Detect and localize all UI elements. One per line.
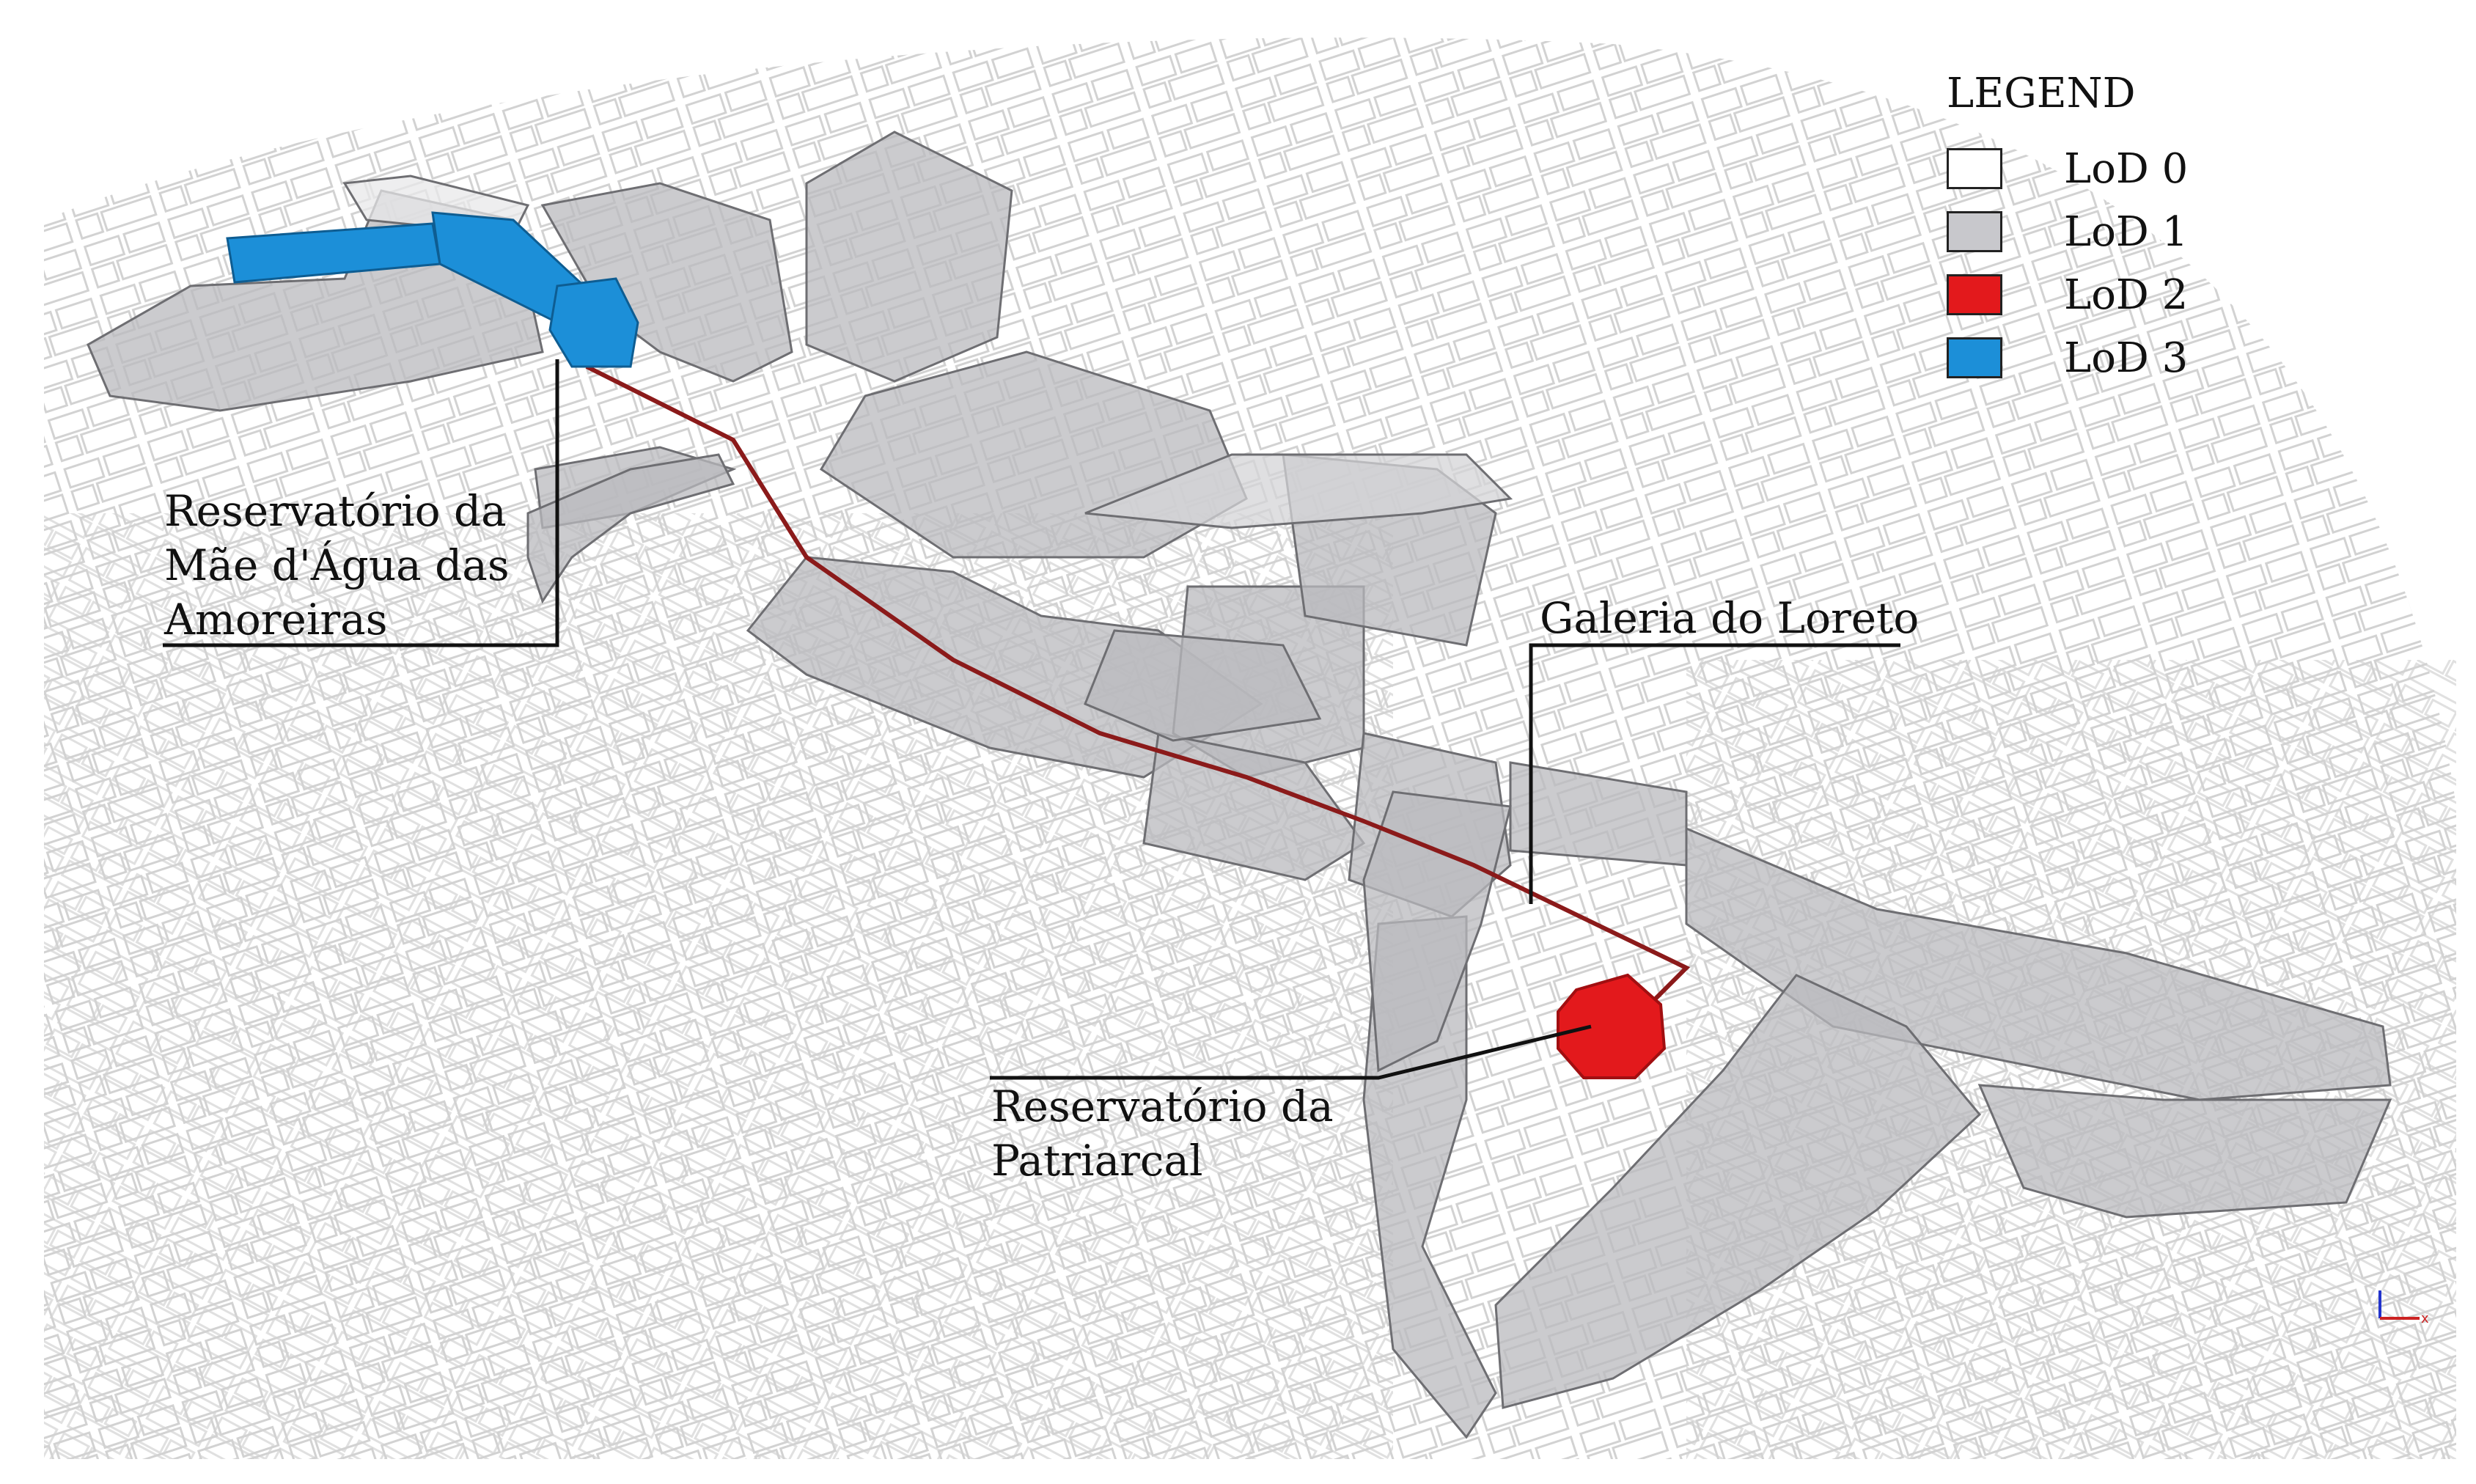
lod2-patriarcal-reservoir: [1557, 973, 1667, 1079]
legend-swatch-lod2: [1947, 274, 2002, 315]
label-amoreiras-line-3: Amoreiras: [164, 595, 388, 644]
svg-text:x: x: [2421, 1311, 2429, 1326]
label-galeria-loreto: Galeria do Loreto: [1540, 593, 1920, 643]
label-amoreiras-line-2: Mãe d'Água das: [164, 540, 510, 590]
legend-swatch-lod3: [1947, 337, 2002, 378]
label-reservatorio-patriarcal: Reservatório da Patriarcal: [991, 1079, 1334, 1188]
leader-lines: [163, 359, 1900, 1080]
legend-label-lod3: LoD 3: [2064, 334, 2189, 382]
axis-indicator: x: [2378, 1290, 2429, 1326]
label-reservatorio-amoreiras: Reservatório da Mãe d'Água das Amoreiras: [164, 484, 510, 647]
legend-swatch-lod0: [1947, 148, 2002, 189]
legend-label-lod1: LoD 1: [2064, 207, 2189, 256]
legend-item-lod2: LoD 2: [1947, 265, 2188, 324]
aqueduct-pipeline: [585, 364, 1691, 1043]
legend-label-lod2: LoD 2: [2064, 271, 2189, 319]
label-amoreiras-line-1: Reservatório da: [164, 486, 507, 536]
label-patriarcal-line-2: Patriarcal: [991, 1136, 1203, 1186]
legend-swatch-lod1: [1947, 211, 2002, 252]
legend-label-lod0: LoD 0: [2064, 144, 2189, 193]
legend-item-lod1: LoD 1: [1947, 202, 2188, 261]
label-patriarcal-line-1: Reservatório da: [991, 1081, 1334, 1131]
lod1-buildings: [87, 131, 2392, 1439]
lod3-mae-dagua-structure: [226, 211, 639, 368]
legend-item-lod0: LoD 0: [1947, 139, 2188, 198]
legend-item-lod3: LoD 3: [1947, 328, 2188, 387]
legend-title: LEGEND: [1947, 70, 2136, 117]
